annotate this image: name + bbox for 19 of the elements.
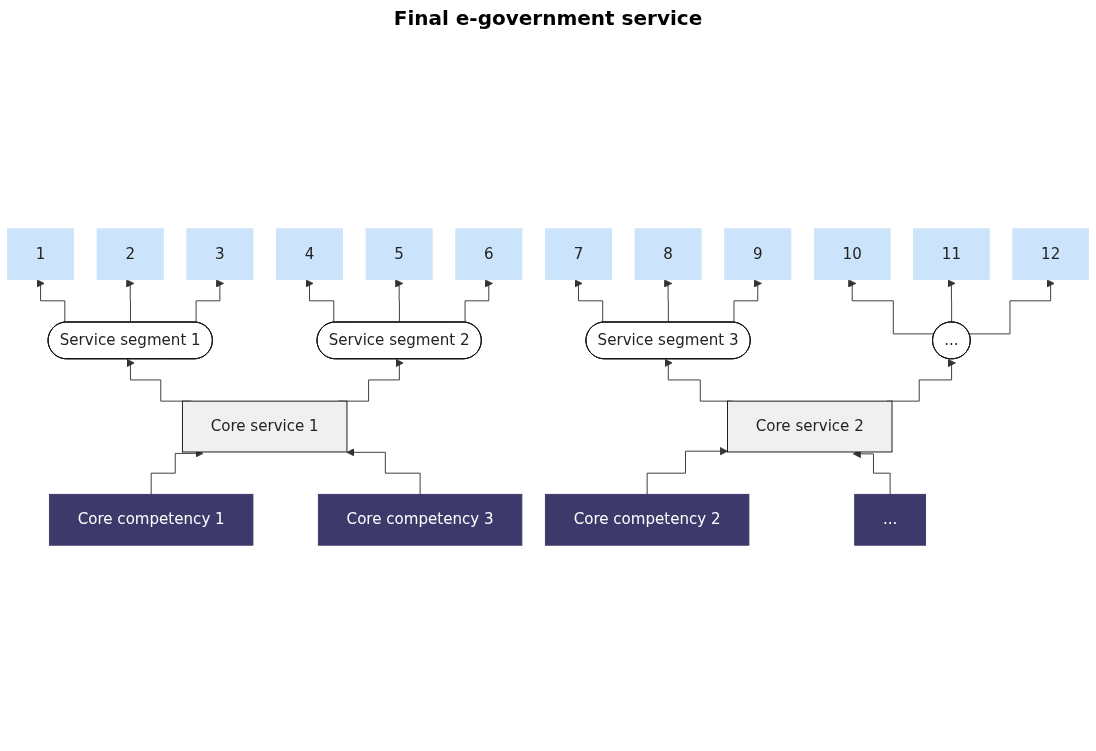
node-box: 4 (276, 228, 344, 281)
node-box: 12 (1012, 228, 1089, 281)
node-box: 5 (365, 228, 433, 281)
node-box: 11 (913, 228, 990, 281)
node-box: 8 (634, 228, 702, 281)
diagram-title: Final e-government service (392, 6, 704, 30)
node-box: Core competency 3 (317, 493, 523, 546)
node-box: 3 (186, 228, 254, 281)
node-box: Core competency 1 (48, 493, 254, 546)
node-box: 2 (96, 228, 164, 281)
node-box: Core competency 2 (544, 493, 750, 546)
node-box: Core service 1 (181, 400, 348, 453)
node-box: ... (854, 493, 927, 546)
node-box: 9 (724, 228, 792, 281)
node-box: 1 (7, 228, 75, 281)
node-box: 6 (455, 228, 523, 281)
node-box: 10 (813, 228, 891, 281)
node-box: 7 (544, 228, 612, 281)
node-box: Core service 2 (727, 400, 893, 453)
